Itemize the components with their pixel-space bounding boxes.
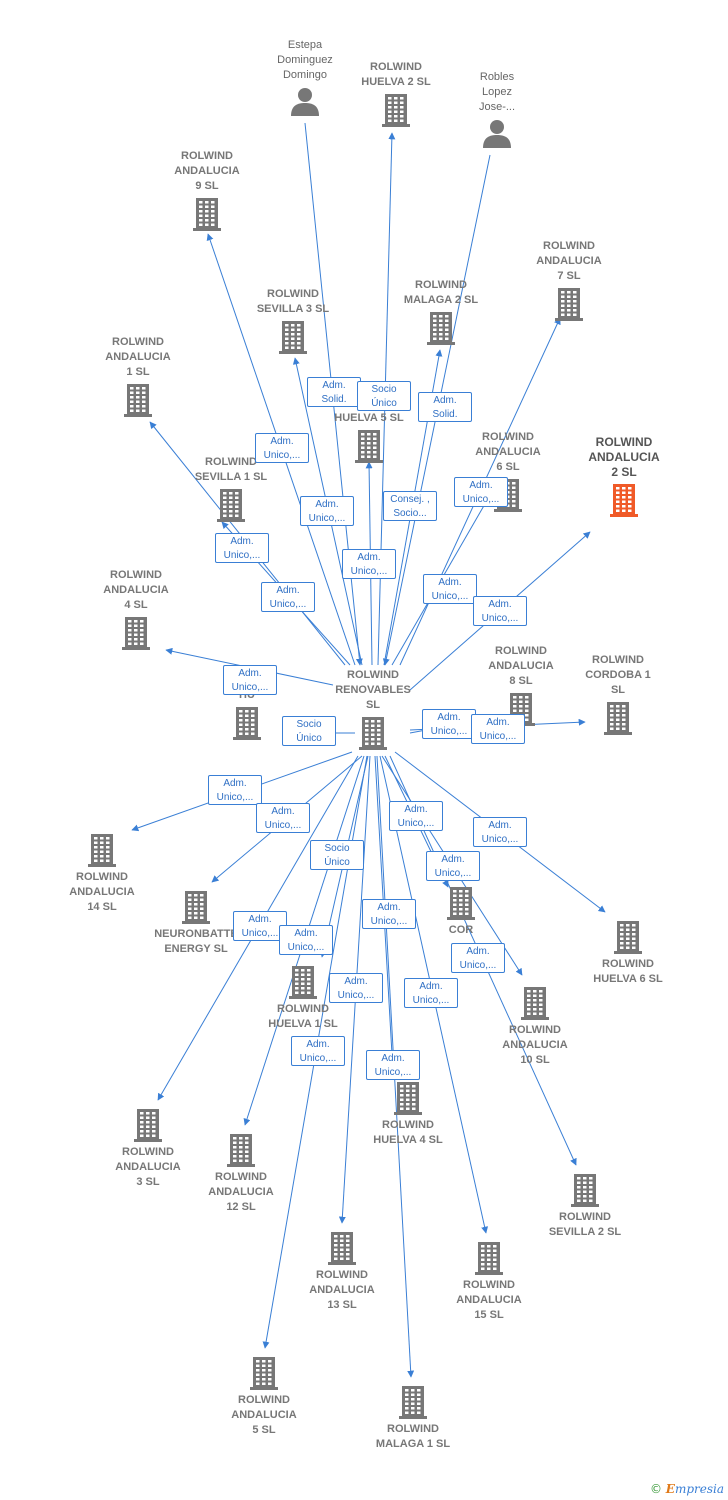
building-icon [570,1173,600,1212]
building-icon [398,1385,428,1424]
edge-label-andalucia9[interactable]: Adm. Unico,... [255,433,309,463]
building-icon [226,1133,256,1172]
edge-label-andalucia3[interactable]: Adm. Unico,... [233,911,287,941]
edge-label-andalucia14[interactable]: Adm. Unico,... [208,775,262,805]
person-icon [290,86,320,121]
node-label: ROLWIND RENOVABLES SL [335,669,411,711]
node-label: ROLWIND MALAGA 1 SL [375,1423,451,1450]
edge-label-andalucia4[interactable]: Adm. Unico,... [223,665,277,695]
node-label: ROLWIND ANDALUCIA 14 SL [69,871,135,913]
edge-label-huelva5[interactable]: Adm. Unico,... [342,549,396,579]
edge-label-andalucia8[interactable]: Adm. Unico,... [422,709,476,739]
edge-label-huelva4[interactable]: Adm. Unico,... [362,899,416,929]
edge-label-andalucia12[interactable]: Adm. Unico,... [279,925,333,955]
brand-name: mpresia [674,1482,724,1496]
building-icon [426,311,456,350]
edge-label-huelva1[interactable]: Socio Único [310,840,364,870]
edge-label-sevilla3[interactable]: Adm. Unico,... [300,496,354,526]
building-icon [554,287,584,326]
edge-label-andalucia15[interactable]: Adm. Unico,... [404,978,458,1008]
edge-label-andalucia7[interactable]: Adm. Unico,... [454,477,508,507]
node-label: ROLWIND MALAGA 2 SL [403,279,479,306]
copyright-symbol: © [649,1482,662,1496]
node-label: COR [448,924,474,936]
building-icon [216,488,246,527]
node-label: ROLWIND HUELVA 4 SL [373,1119,443,1146]
node-label: ROLWIND HUELVA 6 SL [593,958,663,985]
building-icon [121,616,151,655]
edge-label-malaga1[interactable]: Adm. Unico,... [366,1050,420,1080]
building-icon [232,706,262,745]
node-label: ROLWIND HUELVA 1 SL [268,1003,338,1030]
edge-label-sevilla1[interactable]: Adm. Unico,... [261,582,315,612]
node-label: ROLWIND ANDALUCIA 3 SL [115,1146,181,1188]
node-label: ROLWIND CORDOBA 1 SL [585,654,651,696]
building-icon [123,383,153,422]
node-label: NEURONBATTE ENERGY SL [154,928,238,955]
building-icon [249,1356,279,1395]
edge-label-cordoba1[interactable]: Adm. Unico,... [471,714,525,744]
edge-label-estepa[interactable]: Adm. Solid. [307,377,361,407]
edge-label-huelva6[interactable]: Adm. Unico,... [473,817,527,847]
node-label: ROLWIND ANDALUCIA 10 SL [502,1024,568,1066]
building-icon [446,886,476,925]
node-label: ROLWIND ANDALUCIA 8 SL [488,645,554,687]
node-label: Estepa Dominguez Domingo [277,39,333,81]
building-icon [327,1231,357,1270]
building-icon [520,986,550,1025]
edge-label-andalucia5[interactable]: Adm. Unico,... [291,1036,345,1066]
edge-label-andalucia13[interactable]: Adm. Unico,... [329,973,383,1003]
brand-initial: E [665,1482,675,1496]
edge-label-neuronbattery[interactable]: Adm. Unico,... [256,803,310,833]
node-label: ROLWIND ANDALUCIA 15 SL [456,1279,522,1321]
building-icon [278,320,308,359]
building-icon [603,701,633,740]
node-label: ROLWIND ANDALUCIA 4 SL [103,569,169,611]
node-label: ROLWIND ANDALUCIA 6 SL [475,431,541,473]
node-label: ROLWIND ANDALUCIA 1 SL [105,336,171,378]
building-icon [192,197,222,236]
node-label: Robles Lopez Jose-... [478,71,516,113]
edge-label-robles[interactable]: Adm. Solid. [418,392,472,422]
node-label: ROLWIND ANDALUCIA 2 SL [588,435,660,479]
building-icon [381,93,411,132]
node-label: ROLWIND SEVILLA 1 SL [194,456,268,483]
edge-label-huelva3[interactable]: Socio Único [282,716,336,746]
node-label: ROLWIND SEVILLA 3 SL [256,288,330,315]
building-icon [393,1081,423,1120]
edge-label-andalucia2[interactable]: Adm. Unico,... [473,596,527,626]
edge-label-sevilla2[interactable]: Adm. Unico,... [451,943,505,973]
edge-label-andalucia10[interactable]: Adm. Unico,... [426,851,480,881]
node-label: ROLWIND ANDALUCIA 7 SL [536,240,602,282]
empresia-logo: © Empresia [650,1482,724,1496]
building-icon [609,483,639,522]
edge-label-cordoba2[interactable]: Adm. Unico,... [389,801,443,831]
edge-label-andalucia1[interactable]: Adm. Unico,... [215,533,269,563]
building-icon [354,429,384,468]
person-icon [482,118,512,153]
node-label: ROLWIND HUELVA 2 SL [361,61,431,88]
building-icon [474,1241,504,1280]
building-icon [133,1108,163,1147]
edge-label-malaga2[interactable]: Consej. , Socio... [383,491,437,521]
node-label: ROLWIND ANDALUCIA 12 SL [208,1171,274,1213]
node-label: ROLWIND SEVILLA 2 SL [548,1211,622,1238]
node-label: ROLWIND ANDALUCIA 9 SL [174,150,240,192]
building-icon [181,890,211,929]
building-icon [358,716,388,755]
building-icon [87,833,117,872]
edge-label-huelva2[interactable]: Socio Único [357,381,411,411]
edge-label-andalucia6[interactable]: Adm. Unico,... [423,574,477,604]
building-icon [613,920,643,959]
node-label: ROLWIND ANDALUCIA 13 SL [309,1269,375,1311]
building-icon [288,965,318,1004]
node-label: ROLWIND ANDALUCIA 5 SL [231,1394,297,1436]
